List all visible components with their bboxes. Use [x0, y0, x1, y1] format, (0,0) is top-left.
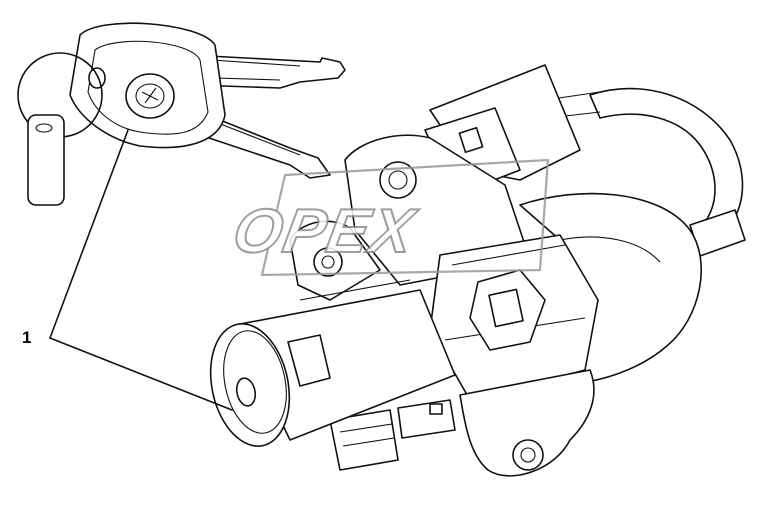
callout-1-leaders [49, 129, 233, 411]
watermark: OPEX [227, 158, 550, 277]
keys-with-fob [17, 22, 346, 206]
wiring-harness [544, 87, 746, 257]
callout-label-1: 1 [22, 328, 32, 347]
lock-barrel-assembly [329, 234, 599, 477]
switch-housing [289, 64, 702, 386]
ignition-cylinder [209, 279, 456, 447]
watermark-text: OPEX [228, 196, 422, 265]
